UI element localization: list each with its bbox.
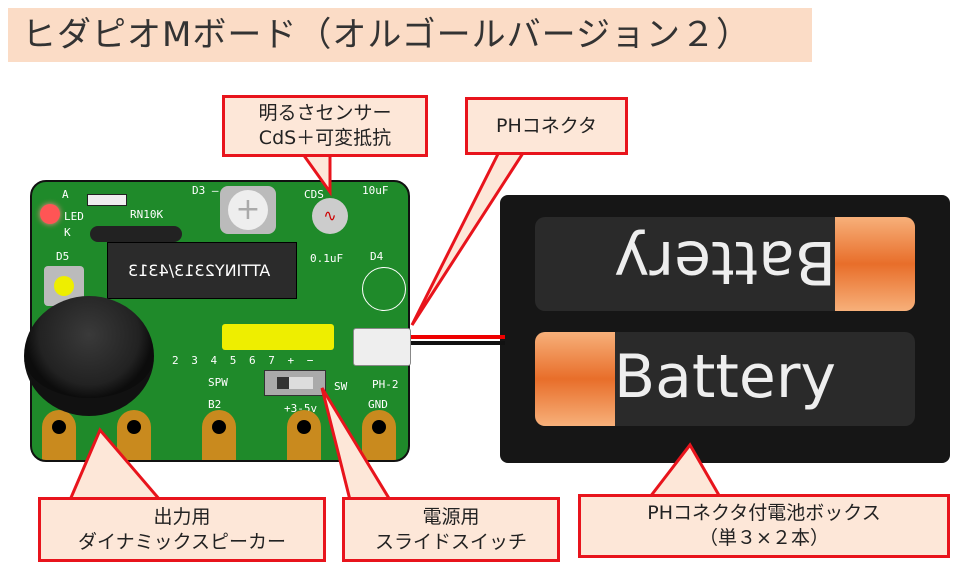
label-d3: D3 —: [192, 184, 219, 197]
resistor-icon: [87, 194, 127, 206]
callout-line: 明るさセンサー: [258, 102, 392, 124]
label-spw: SPW: [208, 376, 228, 389]
resistor-network-icon: [90, 226, 182, 242]
label-led: LED: [64, 210, 84, 223]
battery-cell-bottom: Battery: [535, 332, 915, 426]
label-gnd: GND: [368, 398, 388, 411]
battery-cell-top: Battery: [535, 217, 915, 311]
callout-line: 電源用: [422, 505, 480, 528]
label-sw: SW: [334, 380, 348, 393]
cds-sensor-icon: ∿: [312, 198, 348, 234]
label-01uf: 0.1uF: [310, 252, 344, 265]
ph-connector: [353, 328, 411, 366]
potentiometer-icon: +: [220, 186, 276, 234]
label-rn: RN10K: [130, 208, 164, 221]
battery-box: Battery Battery: [500, 195, 950, 463]
callout-line: ダイナミックスピーカー: [77, 530, 287, 553]
red-wire: [410, 335, 505, 339]
label-a: A: [62, 188, 69, 201]
callout-line: PHコネクタ: [496, 114, 597, 137]
callout-sensor: 明るさセンサー CdS＋可変抵抗: [222, 95, 428, 157]
pin-numbers: 2 3 4 5 6 7 + −: [172, 354, 317, 367]
label-10uf: 10uF: [362, 184, 389, 197]
pad: [362, 410, 396, 460]
switch-pointer: [320, 387, 393, 502]
speaker-icon: [24, 296, 154, 416]
pad: [287, 410, 321, 460]
callout-line: スライドスイッチ: [374, 530, 527, 553]
black-wire: [410, 341, 505, 345]
callout-line: （単３×２本）: [699, 527, 829, 549]
callout-line: PHコネクタ付電池ボックス: [647, 502, 881, 524]
slide-switch[interactable]: [264, 370, 326, 396]
pad: [202, 410, 236, 460]
label-ph2: PH-2: [372, 378, 399, 391]
pad: [42, 410, 76, 460]
label-b2: B2: [208, 398, 222, 411]
connector-pointer: [410, 148, 528, 326]
callout-switch: 電源用 スライドスイッチ: [342, 497, 560, 562]
battery-pointer: [646, 442, 723, 499]
label-cds: CDS: [304, 188, 324, 201]
label-d4: D4: [370, 250, 384, 263]
speaker-pointer: [67, 427, 164, 502]
diode-icon: [362, 267, 406, 311]
led-icon: [40, 204, 60, 224]
microcontroller-chip: ATTINY2313/4313: [107, 242, 297, 299]
battery-label: Battery: [613, 342, 837, 412]
label-d5: D5: [56, 250, 70, 263]
callout-line: 出力用: [153, 505, 211, 528]
callout-line: CdS＋可変抵抗: [258, 127, 392, 149]
pin-header: [222, 324, 334, 350]
callout-speaker: 出力用 ダイナミックスピーカー: [38, 497, 326, 562]
page-title: ヒダピオMボード（オルゴールバージョン２）: [8, 8, 812, 62]
label-k: K: [64, 226, 71, 239]
callout-battery-box: PHコネクタ付電池ボックス （単３×２本）: [578, 494, 950, 558]
pad: [117, 410, 151, 460]
callout-ph-connector: PHコネクタ: [465, 97, 628, 155]
